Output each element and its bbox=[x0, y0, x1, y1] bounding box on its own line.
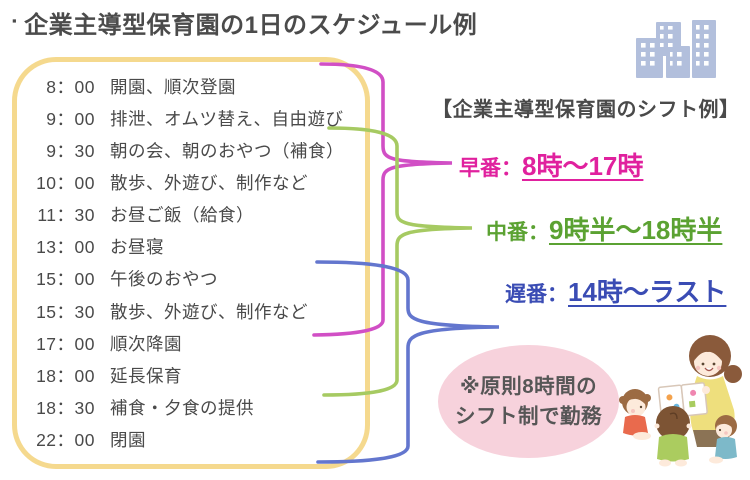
schedule-row: 17：00 順次降園 bbox=[31, 331, 365, 356]
shift-late: 遅番：14時〜ラスト bbox=[505, 272, 726, 309]
shift-mid-time: 9時半〜18時半 bbox=[549, 215, 723, 245]
schedule-row: 15：30 散歩、外遊び、制作など bbox=[31, 299, 365, 324]
schedule-row: 18：30 補食・夕食の提供 bbox=[31, 395, 365, 420]
schedule-time: 15：30 bbox=[36, 301, 95, 322]
schedule-activity: 朝の会、朝のおやつ（補食） bbox=[110, 141, 344, 162]
schedule-time: 10：00 bbox=[36, 173, 95, 194]
schedule-activity: お昼寝 bbox=[110, 237, 164, 258]
schedule-time: 18：00 bbox=[36, 365, 95, 386]
schedule-activity: 延長保育 bbox=[110, 365, 182, 386]
schedule-time: 9：30 bbox=[46, 141, 95, 162]
daily-schedule-box: 8：00 開園、順次登園 9：00 排泄、オムツ替え、自由遊び 9：30 朝の会、朝の… bbox=[12, 57, 370, 469]
schedule-row: 9：00 排泄、オムツ替え、自由遊び bbox=[31, 106, 365, 131]
schedule-row: 18：00 延長保育 bbox=[31, 363, 365, 388]
title-bullet-icon: ▪ bbox=[12, 13, 18, 28]
schedule-activity: 補食・夕食の提供 bbox=[110, 397, 254, 418]
office-buildings-icon bbox=[636, 20, 716, 78]
schedule-activity: 散歩、外遊び、制作など bbox=[110, 301, 308, 322]
schedule-time: 22：00 bbox=[36, 429, 95, 450]
schedule-activity: 開園、順次登園 bbox=[110, 77, 236, 97]
shift-mid-label: 中番： bbox=[486, 221, 549, 244]
teacher-reading-illustration bbox=[619, 335, 742, 467]
schedule-activity: お昼ご飯（給食） bbox=[110, 205, 254, 226]
child-left bbox=[619, 389, 651, 440]
schedule-row: 9：30 朝の会、朝のおやつ（補食） bbox=[31, 138, 365, 163]
schedule-activity: 散歩、外遊び、制作など bbox=[110, 173, 308, 194]
schedule-row: 22：00 閉園 bbox=[31, 427, 365, 452]
shift-panel-heading: 【企業主導型保育園のシフト例】 bbox=[432, 99, 740, 121]
shift-early: 早番：8時〜17時 bbox=[459, 146, 643, 183]
schedule-activity: 排泄、オムツ替え、自由遊び bbox=[110, 109, 344, 130]
schedule-row: 8：00 開園、順次登園 bbox=[31, 74, 365, 99]
shift-late-label: 遅番： bbox=[505, 283, 568, 306]
schedule-time: 8：00 bbox=[46, 77, 95, 97]
schedule-time: 17：00 bbox=[36, 333, 95, 354]
schedule-time: 18：30 bbox=[36, 397, 95, 418]
shift-note-ellipse: ※原則8時間の シフト制で勤務 bbox=[438, 345, 619, 458]
schedule-time: 11：30 bbox=[37, 205, 95, 226]
shift-early-label: 早番： bbox=[459, 157, 522, 180]
schedule-row: 13：00 お昼寝 bbox=[31, 234, 365, 259]
child-right bbox=[709, 415, 737, 464]
shift-mid: 中番：9時半〜18時半 bbox=[486, 210, 722, 247]
schedule-time: 13：00 bbox=[36, 237, 95, 258]
shift-late-time: 14時〜ラスト bbox=[568, 277, 727, 307]
schedule-row: 10：00 散歩、外遊び、制作など bbox=[31, 170, 365, 195]
shift-note-line1: ※原則8時間の bbox=[459, 374, 598, 398]
schedule-activity: 順次降園 bbox=[110, 333, 182, 354]
page-title: ▪ 企業主導型保育園の1日のスケジュール例 bbox=[12, 5, 477, 40]
schedule-activity: 閉園 bbox=[110, 429, 146, 450]
shift-early-time: 8時〜17時 bbox=[522, 151, 644, 181]
schedule-time: 9：00 bbox=[46, 109, 95, 130]
shift-note-line2: シフト制で勤務 bbox=[455, 404, 602, 428]
schedule-row: 15：00 午後のおやつ bbox=[31, 266, 365, 291]
page-title-text: 企業主導型保育園の1日のスケジュール例 bbox=[24, 12, 478, 39]
schedule-time: 15：00 bbox=[36, 269, 95, 290]
schedule-row: 11：30 お昼ご飯（給食） bbox=[31, 202, 365, 227]
child-middle bbox=[654, 406, 692, 467]
schedule-activity: 午後のおやつ bbox=[110, 269, 218, 290]
